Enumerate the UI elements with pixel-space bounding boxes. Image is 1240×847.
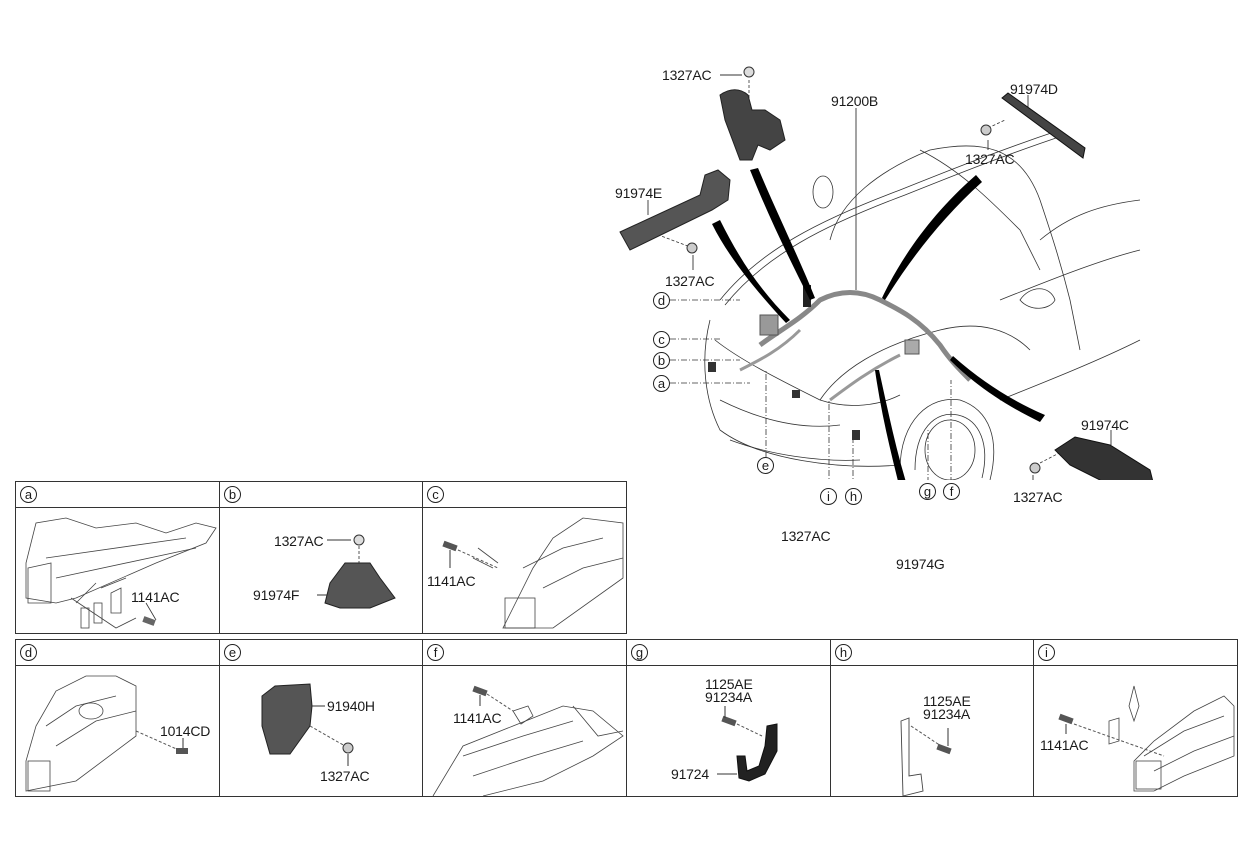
panel-c: 1141AC bbox=[422, 507, 627, 634]
panel-a-callout: a bbox=[20, 486, 37, 503]
relay-box-91940h-drawing bbox=[261, 683, 354, 766]
part-label-1141ac: 1141AC bbox=[131, 589, 180, 605]
callout-g[interactable]: g bbox=[919, 483, 936, 500]
callout-b[interactable]: b bbox=[653, 352, 670, 369]
frame-rail-drawing bbox=[25, 675, 188, 792]
detail-grid-row-2: d e f g h i 1014CD bbox=[15, 639, 1238, 797]
car-body-outline bbox=[704, 129, 1141, 480]
label-harness-91200b: 91200B bbox=[831, 93, 879, 109]
part-label-91974f: 91974F bbox=[253, 587, 300, 603]
label-nut-d: 1327AC bbox=[965, 151, 1015, 167]
panel-b: 1327AC 91974F bbox=[219, 507, 423, 634]
part-label-1125ae: 1125AE bbox=[705, 676, 753, 692]
panel-b-header: b bbox=[219, 481, 423, 508]
label-nut-e: 1327AC bbox=[665, 273, 715, 289]
panel-h-header: h bbox=[830, 639, 1034, 666]
label-leaders bbox=[647, 74, 1112, 480]
part-label-91234a: 91234A bbox=[923, 706, 971, 722]
label-bracket-91974e: 91974E bbox=[615, 185, 663, 201]
label-bracket-91974d: 91974D bbox=[1010, 81, 1058, 97]
bracket-drawing bbox=[900, 717, 952, 796]
vehicle-overview-drawing bbox=[619, 66, 1154, 480]
frame-rail-drawing bbox=[442, 517, 624, 629]
part-label-1125ae: 1125AE bbox=[923, 693, 971, 709]
label-nut-top: 1327AC bbox=[662, 67, 712, 83]
part-label-1141ac: 1141AC bbox=[427, 573, 476, 589]
panel-g-header: g bbox=[626, 639, 831, 666]
callout-i[interactable]: i bbox=[820, 488, 837, 505]
panel-g-callout: g bbox=[631, 644, 648, 661]
panel-e-callout: e bbox=[224, 644, 241, 661]
panel-c-header: c bbox=[422, 481, 627, 508]
panel-f-header: f bbox=[422, 639, 627, 666]
panel-f: 1141AC bbox=[422, 665, 627, 797]
panel-b-callout: b bbox=[224, 486, 241, 503]
panel-f-callout: f bbox=[427, 644, 444, 661]
panel-d: 1014CD bbox=[15, 665, 220, 797]
callout-d[interactable]: d bbox=[653, 292, 670, 309]
callout-e[interactable]: e bbox=[757, 457, 774, 474]
panel-c-callout: c bbox=[427, 486, 444, 503]
part-label-91940h: 91940H bbox=[327, 698, 375, 714]
panel-i-header: i bbox=[1033, 639, 1238, 666]
panel-a: 1141AC bbox=[15, 507, 220, 634]
callout-f[interactable]: f bbox=[943, 483, 960, 500]
callout-a[interactable]: a bbox=[653, 375, 670, 392]
part-label-91724: 91724 bbox=[671, 766, 709, 782]
panel-h-callout: h bbox=[835, 644, 852, 661]
part-label-1327ac: 1327AC bbox=[320, 768, 370, 784]
frame-rail-drawing bbox=[1058, 685, 1235, 792]
part-label-91234a: 91234A bbox=[705, 689, 753, 705]
frame-rail-drawing bbox=[432, 685, 624, 796]
part-drawings bbox=[619, 66, 1154, 480]
part-label-1141ac: 1141AC bbox=[453, 710, 502, 726]
bracket-91974f-drawing bbox=[317, 534, 396, 609]
callout-c[interactable]: c bbox=[653, 331, 670, 348]
panel-i: 1141AC bbox=[1033, 665, 1238, 797]
panel-d-header: d bbox=[15, 639, 220, 666]
frame-rail-drawing bbox=[25, 517, 217, 629]
panel-d-callout: d bbox=[20, 644, 37, 661]
panel-e: 91940H 1327AC bbox=[219, 665, 423, 797]
leader-wedges bbox=[712, 168, 1045, 480]
label-nut-g: 1327AC bbox=[781, 528, 831, 544]
label-bracket-91974c: 91974C bbox=[1081, 417, 1129, 433]
protector-91724-drawing bbox=[717, 706, 778, 782]
detail-grid-row-1: a b c 1141AC bbox=[15, 481, 627, 634]
part-label-1327ac: 1327AC bbox=[274, 533, 324, 549]
part-label-1014cd: 1014CD bbox=[160, 723, 211, 739]
panel-a-header: a bbox=[15, 481, 220, 508]
label-nut-c: 1327AC bbox=[1013, 489, 1063, 505]
panel-g: 1125AE 91234A 91724 bbox=[626, 665, 831, 797]
part-label-1141ac: 1141AC bbox=[1040, 737, 1089, 753]
panel-h: 1125AE 91234A bbox=[830, 665, 1034, 797]
label-bracket-91974g: 91974G bbox=[896, 556, 945, 572]
callout-h[interactable]: h bbox=[845, 488, 862, 505]
panel-e-header: e bbox=[219, 639, 423, 666]
panel-i-callout: i bbox=[1038, 644, 1055, 661]
wiring-harness bbox=[708, 285, 972, 440]
